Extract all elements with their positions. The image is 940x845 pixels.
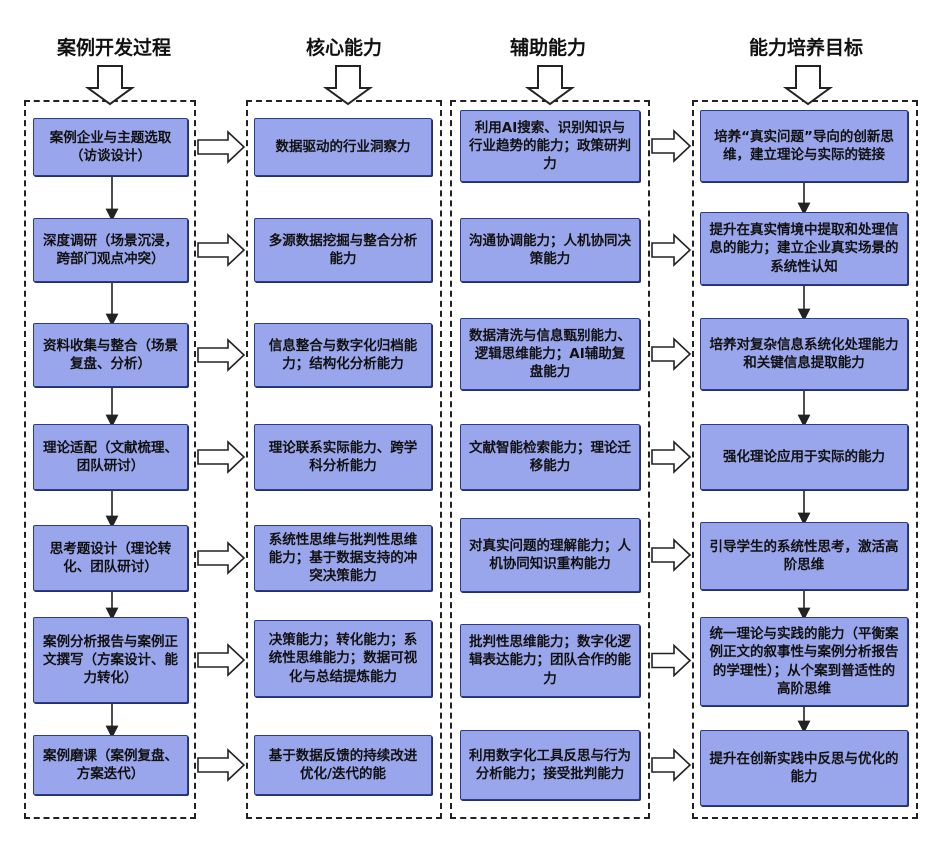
aux-ability-2: 沟通协调能力；人机协同决策能力 [460,218,640,282]
aux-to-goal-arrow-6 [651,643,692,678]
process-step-3: 资料收集与整合（场景复盘、分析） [33,323,188,387]
aux-to-goal-arrow-2 [651,233,692,267]
process-to-core-arrow-6 [197,643,246,677]
header-down-arrow-3 [524,65,576,106]
goal-item-2: 提升在真实情境中提取和处理信息的能力；建立企业真实场景的系统性认知 [700,212,908,285]
process-step-7: 案例磨课（案例复盘、方案迭代） [33,735,188,795]
aux-ability-6: 批判性思维能力；数字化逻辑表达能力；团队合作的能力 [460,624,640,697]
core-ability-6: 决策能力；转化能力；系统性思维能力；数据可视化与总结提炼能力 [254,620,432,697]
aux-ability-5: 对真实问题的理解能力；人机协同知识重构能力 [460,518,640,592]
goal-item-4: 强化理论应用于实际的能力 [700,424,908,490]
core-header: 核心能力 [305,37,382,59]
header-down-arrow-4 [782,65,834,106]
goal-item-5: 引导学生的系统性思考，激活高阶思维 [700,522,908,590]
process-to-core-arrow-5 [197,541,246,575]
goal-item-7: 提升在创新实践中反思与优化的能力 [700,730,908,806]
core-ability-2: 多源数据挖掘与整合分析能力 [254,218,432,282]
goal-item-1: 培养“真实问题”导向的创新思维，建立理论与实际的链接 [700,110,908,182]
process-to-core-arrow-3 [197,338,246,372]
aux-to-goal-arrow-1 [651,129,692,163]
aux-ability-1: 利用AI搜索、识别知识与行业趋势的能力；政策研判力 [460,110,640,182]
process-step-6: 案例分析报告与案例正文撰写（方案设计、能力转化） [33,617,188,703]
core-ability-7: 基于数据反馈的持续改进优化/迭代的能 [254,735,432,795]
process-to-core-arrow-7 [197,748,246,782]
process-to-core-arrow-1 [197,130,246,164]
core-ability-3: 信息整合与数字化归档能力；结构化分析能力 [254,323,432,387]
goal-header: 能力培养目标 [748,37,863,59]
aux-header: 辅助能力 [509,37,586,59]
aux-ability-4: 文献智能检索能力；理论迁移能力 [460,424,640,490]
process-step-2: 深度调研（场景沉浸，跨部门观点冲突） [33,218,188,282]
process-to-core-arrow-2 [197,233,246,267]
core-ability-4: 理论联系实际能力、跨学科分析能力 [254,424,432,490]
aux-ability-7: 利用数字化工具反思与行为分析能力；接受批判能力 [460,730,640,800]
aux-to-goal-arrow-7 [651,748,692,782]
goal-item-6: 统一理论与实践的能力（平衡案例正文的叙事性与案例分析报告的学理性）；从个案到普适… [700,617,908,706]
aux-to-goal-arrow-5 [651,538,692,572]
process-to-core-arrow-4 [197,440,246,474]
goal-item-3: 培养对复杂信息系统化处理能力和关键信息提取能力 [700,318,908,390]
process-step-5: 思考题设计（理论转化、团队研讨） [33,525,188,591]
aux-to-goal-arrow-4 [651,440,692,474]
process-step-1: 案例企业与主题选取（访谈设计） [33,118,188,176]
header-down-arrow-1 [84,65,136,106]
aux-to-goal-arrow-3 [651,337,692,371]
core-ability-1: 数据驱动的行业洞察力 [254,118,432,176]
core-ability-5: 系统性思维与批判性思维能力；基于数据支持的冲突决策能力 [254,525,432,591]
process-step-4: 理论适配（文献梳理、团队研讨） [33,424,188,490]
header-down-arrow-2 [322,65,374,106]
process-header: 案例开发过程 [56,37,171,59]
aux-ability-3: 数据清洗与信息甄别能力、逻辑思维能力；AI辅助复盘能力 [460,318,640,390]
